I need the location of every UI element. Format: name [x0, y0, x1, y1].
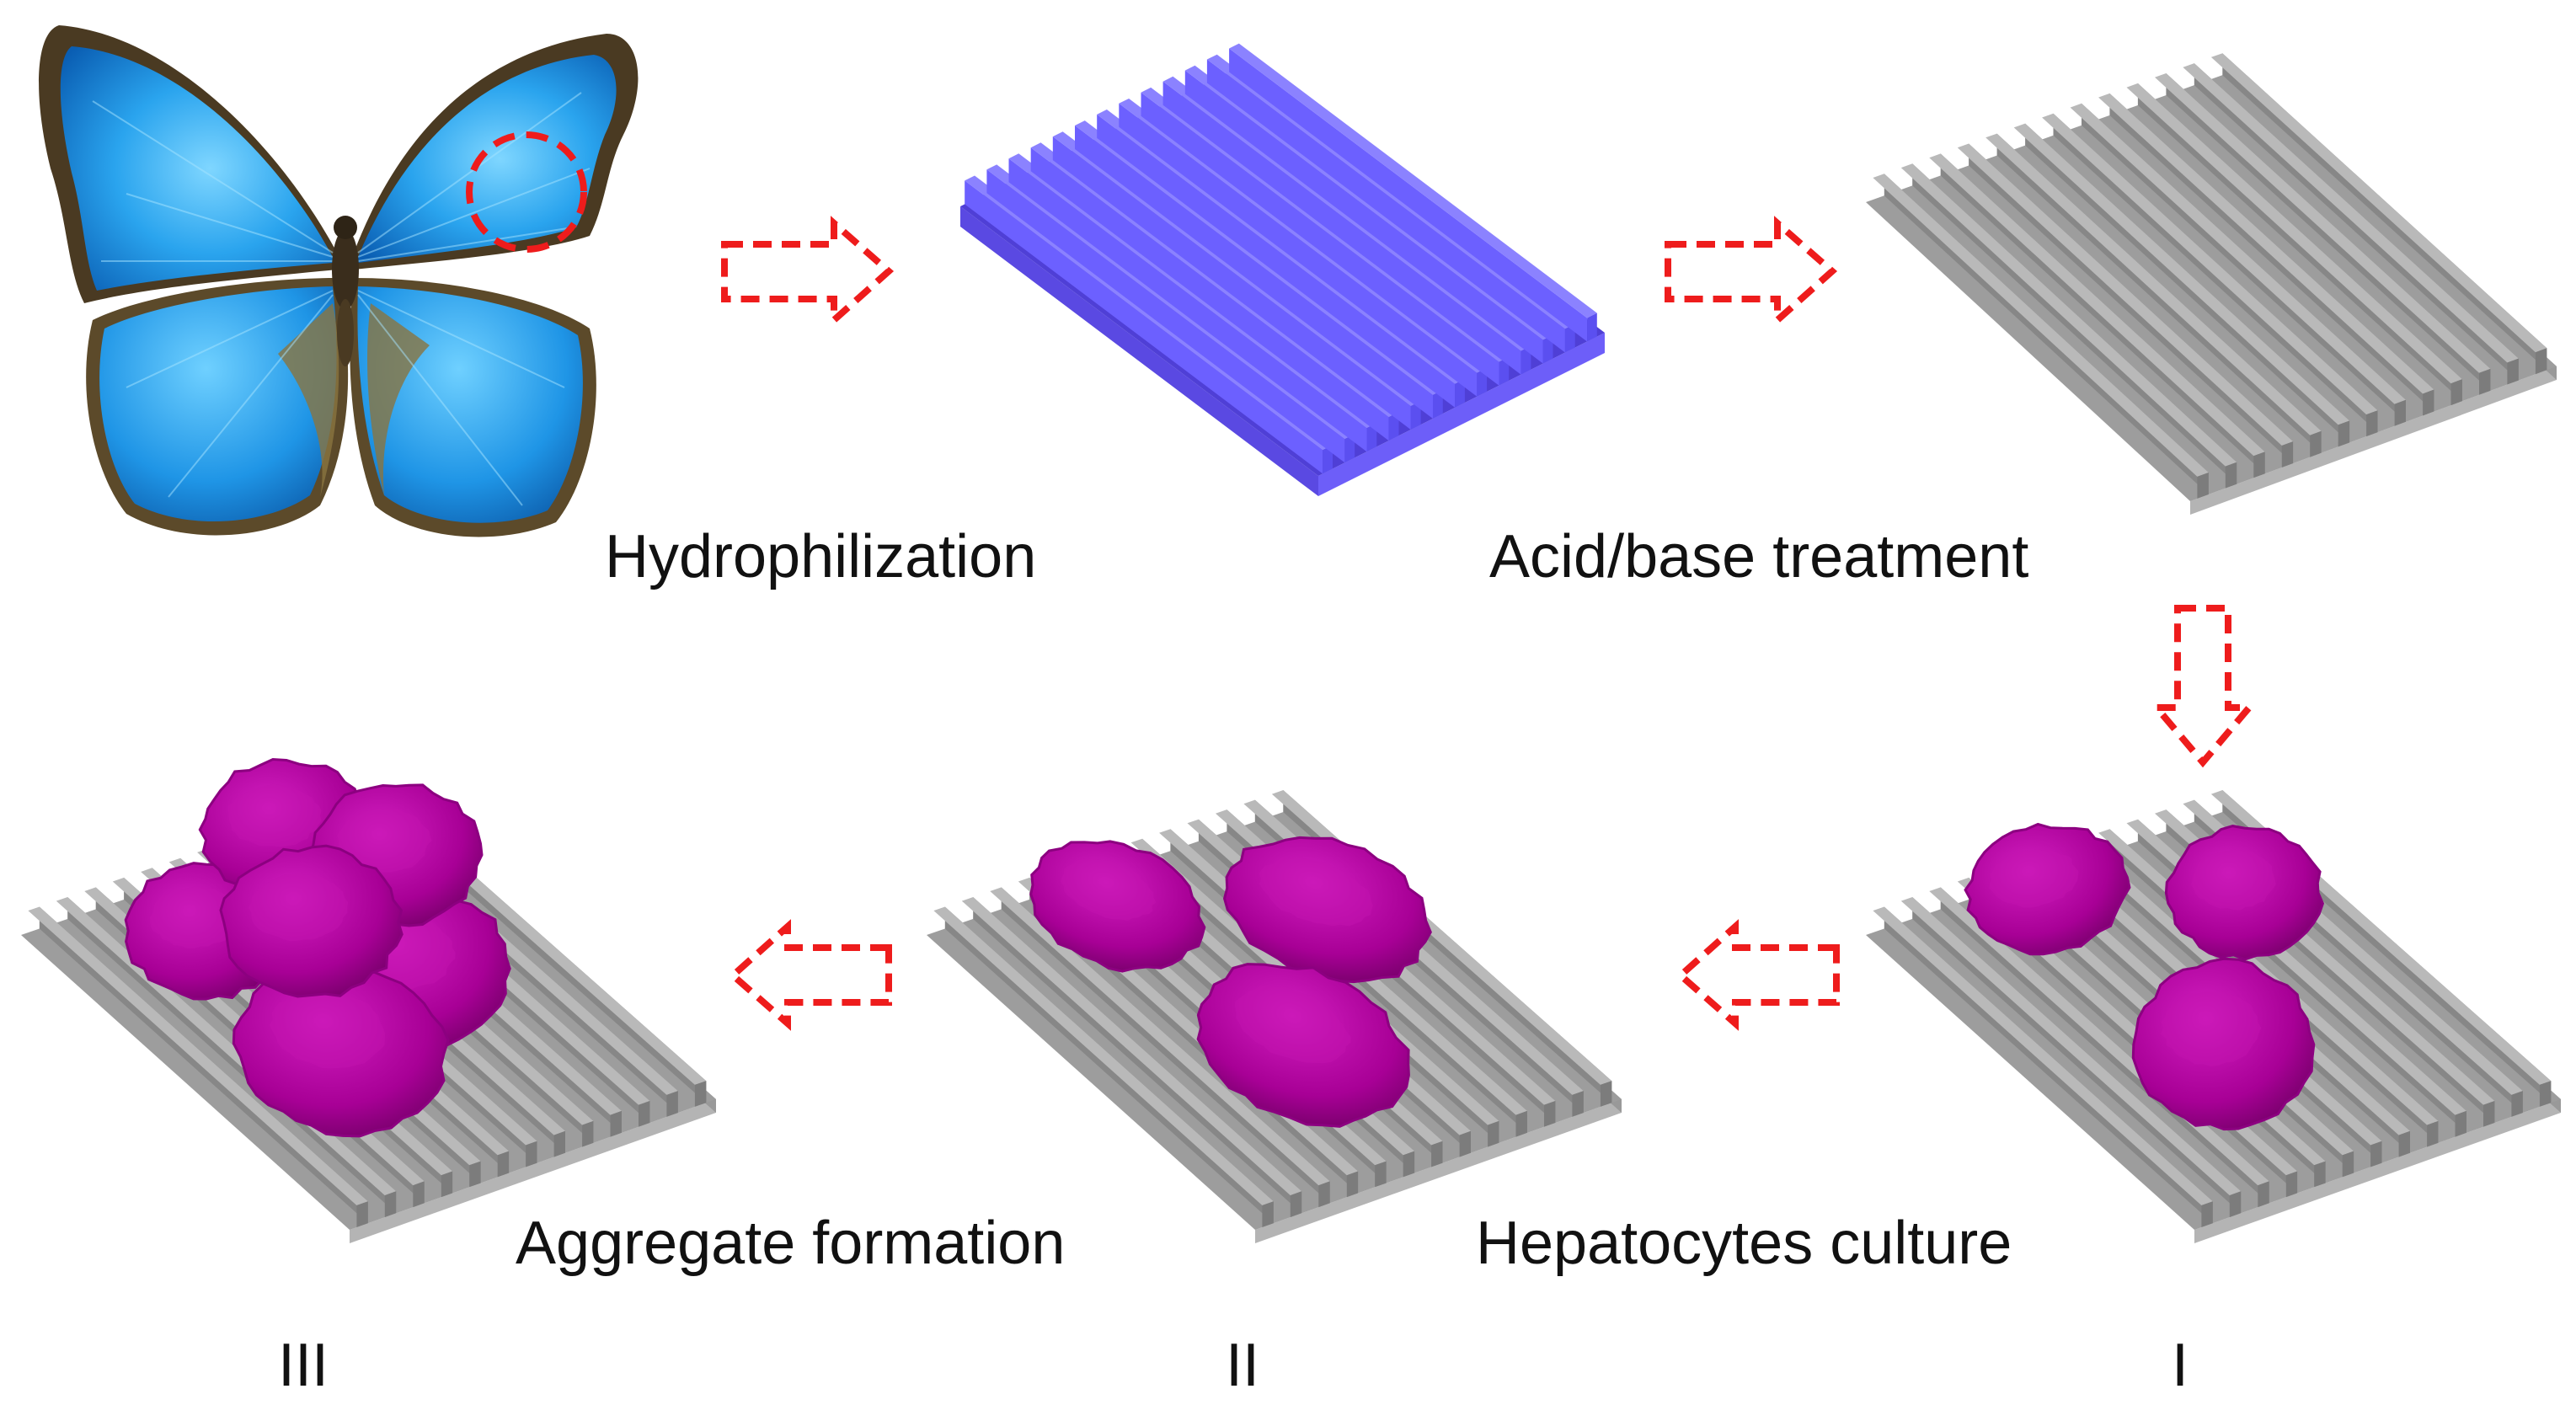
- stage-label-I: I: [2172, 1332, 2189, 1399]
- hepatocyte-cells: [124, 757, 2325, 1138]
- hepatocyte-cell-icon: [2131, 957, 2316, 1131]
- hepatocyte-cell-icon: [1223, 836, 1432, 984]
- hepatocyte-cell-icon: [1196, 963, 1410, 1128]
- caption-hydrophilization: Hydrophilization: [605, 523, 1037, 590]
- hepatocyte-cell-icon: [1029, 840, 1206, 973]
- grooved-substrate-blue: [960, 43, 1605, 496]
- sample-region-marker: [466, 131, 587, 253]
- stage-label-III: III: [278, 1332, 329, 1399]
- caption-hepatocytes-culture: Hepatocytes culture: [1476, 1210, 2012, 1277]
- stage-label-II: II: [1226, 1332, 1260, 1399]
- hepatocyte-cell-icon: [232, 964, 450, 1138]
- butterfly-icon: [39, 25, 639, 537]
- dashed-arrow-icon: [721, 216, 2257, 1031]
- hepatocyte-cell-icon: [219, 844, 404, 998]
- hepatocyte-cell-icon: [1964, 822, 2131, 956]
- caption-acid-base-treatment: Acid/base treatment: [1489, 523, 2029, 590]
- grooved-substrate-treated: [1866, 53, 2557, 515]
- hepatocyte-cell-icon: [2164, 825, 2325, 961]
- caption-aggregate-formation: Aggregate formation: [516, 1210, 1066, 1277]
